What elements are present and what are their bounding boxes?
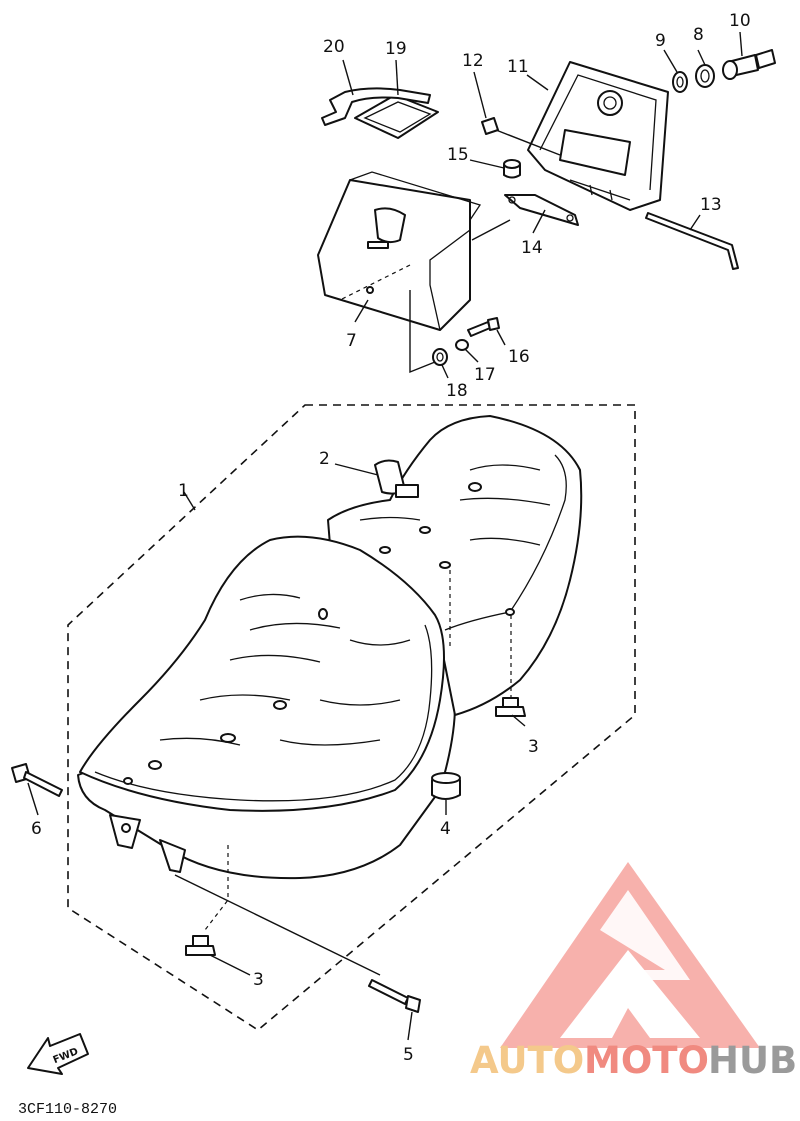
bolt-part-5 xyxy=(368,979,421,1013)
callout-6: 6 xyxy=(31,819,42,839)
callout-2: 2 xyxy=(319,449,330,469)
box-latch-tab xyxy=(367,241,389,249)
callout-18: 18 xyxy=(446,381,468,401)
washer-part-9 xyxy=(672,71,688,93)
washer-part-17 xyxy=(455,339,469,351)
nut-part-12 xyxy=(481,117,499,135)
callout-17: 17 xyxy=(474,365,496,385)
seat-wrinkles xyxy=(159,464,551,746)
storage-box-part-7 xyxy=(317,171,482,331)
seat-assembly xyxy=(77,415,583,976)
strap-part-20 xyxy=(321,87,431,126)
watermark-auto-text: AUTO xyxy=(470,1039,584,1082)
callout-14: 14 xyxy=(521,238,543,258)
lock-part-10 xyxy=(722,49,776,80)
seat-buttons xyxy=(123,482,515,785)
part-2-loop xyxy=(374,459,419,498)
watermark-triangle-inner xyxy=(600,890,690,980)
callout-11: 11 xyxy=(507,57,529,77)
fwd-arrow-icon xyxy=(27,1033,89,1075)
callout-19: 19 xyxy=(385,39,407,59)
callout-9: 9 xyxy=(655,31,666,51)
screw-part-16 xyxy=(467,317,500,337)
callout-8: 8 xyxy=(693,25,704,45)
part-12-line xyxy=(495,129,561,156)
callout-5: 5 xyxy=(403,1045,414,1065)
callout-3-front: 3 xyxy=(253,970,264,990)
callout-20: 20 xyxy=(323,37,345,57)
callout-15: 15 xyxy=(447,145,469,165)
rod-part-13 xyxy=(645,212,739,270)
watermark-moto-text: MOTO xyxy=(584,1039,709,1082)
watermark-triangle-logo xyxy=(500,862,760,1048)
box-latch-slot xyxy=(374,207,406,244)
seat-clip-rear xyxy=(495,697,526,717)
stay-part-14 xyxy=(504,194,579,226)
mount-center-line-front xyxy=(204,845,229,931)
callout-7: 7 xyxy=(346,331,357,351)
callout-12: 12 xyxy=(462,51,484,71)
pad-part-19 xyxy=(354,94,439,139)
seat-clip-front xyxy=(185,935,216,956)
collar-part-18 xyxy=(432,348,448,366)
seat-hook xyxy=(159,839,186,873)
bolt-5-line xyxy=(174,874,381,976)
callout-labels: 1 2 3 3 4 5 6 7 8 9 10 11 12 13 14 15 16… xyxy=(31,11,751,1065)
callout-10: 10 xyxy=(729,11,751,31)
leader-lines xyxy=(27,31,743,1041)
callout-3-rear: 3 xyxy=(528,737,539,757)
damper-part-4 xyxy=(431,772,461,800)
diagram-code: 3CF110-8270 xyxy=(18,1101,117,1118)
seat-front-section xyxy=(79,535,445,812)
callout-1: 1 xyxy=(178,481,189,501)
box-link-line xyxy=(471,219,511,241)
seat-assembly-boundary xyxy=(67,404,636,1031)
seat-piping-rear xyxy=(444,454,567,631)
bolt-part-6 xyxy=(11,763,63,797)
lock-hole xyxy=(597,90,623,116)
lid-window xyxy=(559,129,631,176)
cap-part-15 xyxy=(503,159,521,179)
callout-16: 16 xyxy=(508,347,530,367)
watermark-hub-text: HUB xyxy=(708,1039,797,1082)
bracket-18-line xyxy=(409,290,441,374)
automotohub-watermark: AUTO MOTO HUB xyxy=(470,862,797,1082)
lid-part-11 xyxy=(527,61,669,211)
seat-piping-front xyxy=(94,624,433,802)
seat-patch xyxy=(395,484,419,498)
grommet-part-8 xyxy=(695,64,715,88)
callout-13: 13 xyxy=(700,195,722,215)
fwd-arrow: FWD xyxy=(27,1033,89,1075)
callout-4: 4 xyxy=(440,819,451,839)
